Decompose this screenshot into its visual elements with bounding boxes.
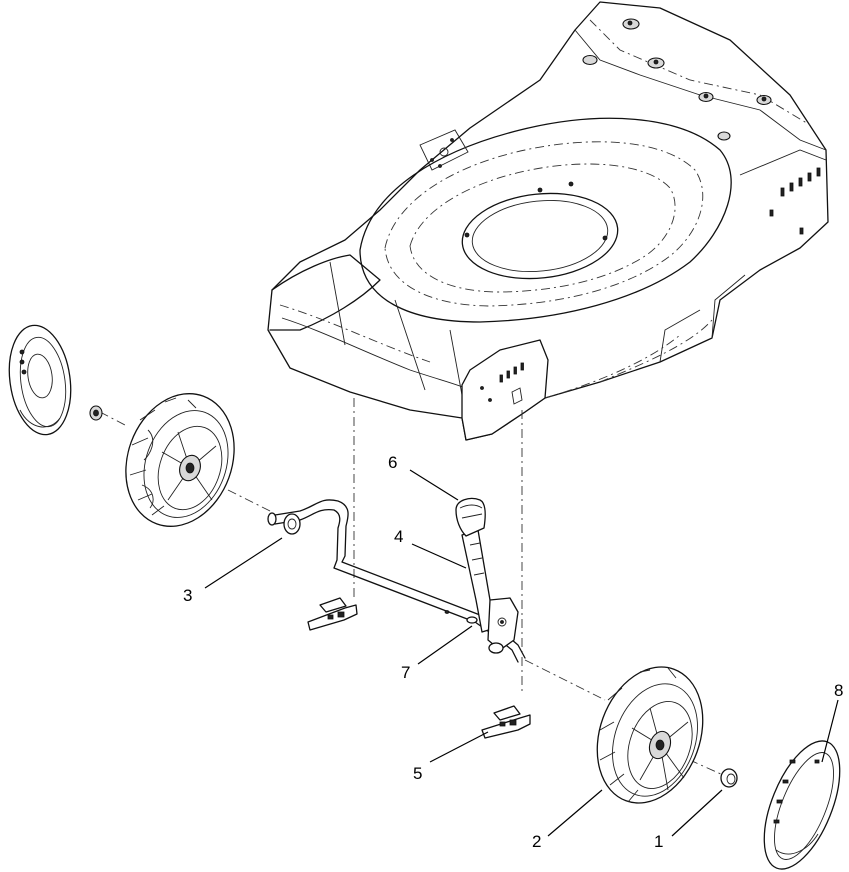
wheel-nut-cap <box>720 768 738 788</box>
front-axle <box>267 499 526 663</box>
callout-4: 4 <box>394 527 403 546</box>
height-bracket-rear <box>307 597 358 631</box>
right-hubcap <box>763 740 841 870</box>
callout-8: 8 <box>834 681 843 700</box>
pivot-pin <box>444 610 504 654</box>
callout-5: 5 <box>413 764 422 783</box>
callout-7: 7 <box>401 663 410 682</box>
deck-vent-slots <box>769 167 821 235</box>
alignment-lines <box>99 398 724 776</box>
callout-2: 2 <box>532 832 541 851</box>
right-wheel <box>596 666 704 804</box>
callout-3: 3 <box>183 586 192 605</box>
callout-leaders <box>204 469 839 837</box>
left-wheel-nut <box>89 405 103 421</box>
left-wheel <box>125 393 235 527</box>
callout-6: 6 <box>388 453 397 472</box>
height-bracket-front <box>481 705 531 739</box>
mower-deck <box>267 1 829 441</box>
deck-mounting-studs <box>582 18 772 141</box>
lever-knob <box>455 497 486 537</box>
left-hubcap <box>8 324 72 436</box>
callout-1: 1 <box>654 832 663 851</box>
deck-side-bracket <box>419 129 469 171</box>
skirt-vent-slots <box>480 362 524 402</box>
height-adjust-lever <box>461 529 519 651</box>
